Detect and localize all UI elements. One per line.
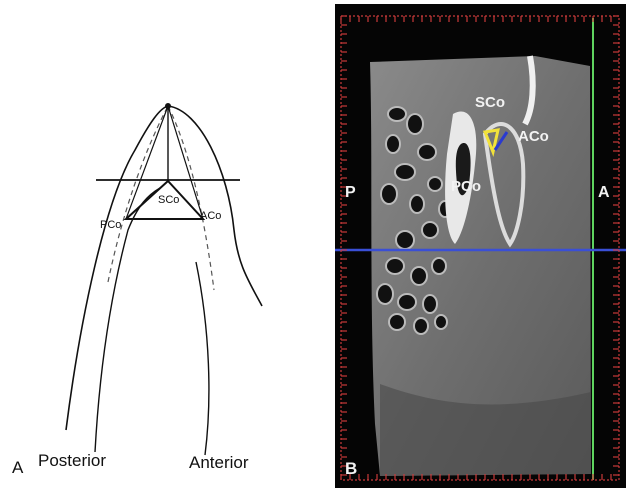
label-posterior: Posterior bbox=[38, 451, 106, 471]
label-anterior: Anterior bbox=[189, 453, 249, 473]
label-aco: ACo bbox=[200, 210, 221, 222]
outline-left-curve bbox=[66, 106, 168, 430]
panel-a-schematic: SCo PCo ACo Posterior Anterior A bbox=[0, 0, 330, 491]
ct-label-a: A bbox=[598, 184, 610, 202]
outline-right-curve bbox=[168, 106, 262, 306]
ct-image bbox=[335, 4, 626, 488]
panel-letter-b: B bbox=[345, 459, 357, 479]
panel-b-ct-scan: SCo ACo PCo P A B bbox=[335, 4, 626, 488]
ct-label-aco: ACo bbox=[518, 128, 549, 145]
schematic-drawing bbox=[0, 0, 330, 491]
label-sco: SCo bbox=[158, 194, 179, 206]
ct-label-pco: PCo bbox=[451, 178, 481, 195]
ct-label-p: P bbox=[345, 184, 356, 202]
outline-inner-right bbox=[196, 262, 209, 455]
label-pco: PCo bbox=[100, 219, 121, 231]
panel-letter-a: A bbox=[12, 458, 23, 478]
ct-label-sco: SCo bbox=[475, 94, 505, 111]
